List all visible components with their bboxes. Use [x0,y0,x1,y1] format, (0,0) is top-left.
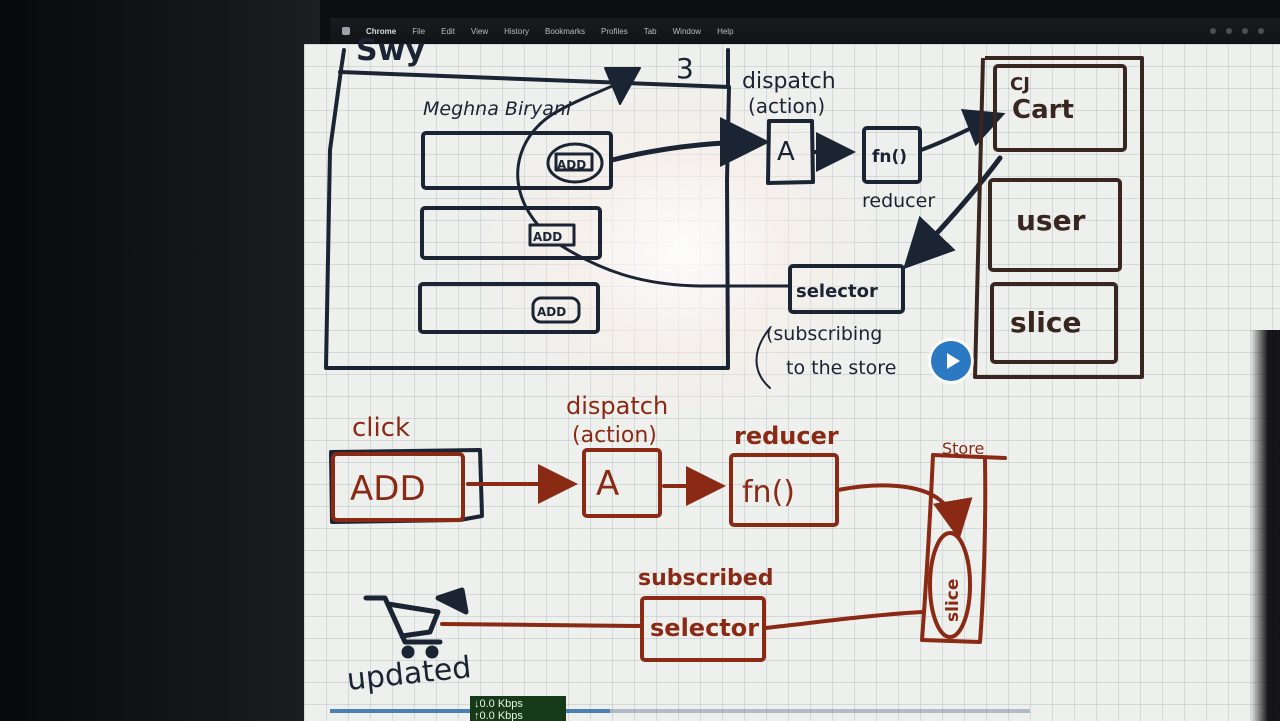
tray-icon [1242,28,1248,34]
menu-bar: Chrome File Edit View History Bookmarks … [330,18,1280,44]
fn-label-bottom: fn() [742,475,795,510]
food-row-2 [420,206,602,260]
apple-icon[interactable] [342,27,350,35]
add-label-3: ADD [537,305,566,319]
store-cart-label: Cart [1012,95,1074,125]
menu-profiles[interactable]: Profiles [601,26,628,36]
menu-help[interactable]: Help [717,26,734,36]
action-box-bottom [582,448,662,518]
store-slice-box [990,282,1118,364]
click-label: click [352,413,410,443]
action-letter-top: A [777,137,795,167]
to-the-store-label: to the store [786,357,896,379]
slice-label-bottom: slice [943,579,963,622]
menu-file[interactable]: File [412,26,426,36]
shopping-cart-icon [363,587,469,659]
play-button[interactable] [931,341,971,381]
action-label-top: (action) [748,94,825,118]
selector-box-top [788,264,905,314]
menu-window[interactable]: Window [672,26,702,36]
food-row-3 [418,282,600,334]
menu-app-name[interactable]: Chrome [366,26,397,36]
status-tray [1210,28,1280,34]
fn-label-top: fn() [872,147,907,167]
add-label-bottom: ADD [350,469,426,509]
menu-bookmarks[interactable]: Bookmarks [545,26,586,36]
dispatch-label-bottom: dispatch [566,392,668,420]
dispatch-label-top: dispatch [742,69,836,94]
restaurant-name: Meghna Biryani [423,98,572,120]
fn-box-top [862,126,922,184]
add-label-2: ADD [533,230,562,244]
add-box-bottom [331,452,465,522]
menu-edit[interactable]: Edit [441,26,455,36]
updated-label: updated [345,650,473,698]
slice-oval [928,531,972,639]
store-cart-box [993,64,1127,152]
reducer-label-bottom: reducer [734,422,839,450]
subscribed-label: subscribed [638,566,773,591]
app-frame [324,48,731,370]
selector-label-top: selector [796,281,878,302]
video-progress-bar[interactable] [330,709,1030,713]
tray-icon [1210,28,1216,34]
subscribing-label: (subscribing [766,323,882,345]
cart-count: 3 [676,52,694,85]
action-box-top [766,119,815,185]
tray-icon [1258,28,1264,34]
add-label-1: ADD [557,158,586,172]
header-scrawl: Swy [356,33,425,68]
download-speed: ↓0.0 Kbps [474,698,523,710]
store-cart-prefix: CJ [1010,74,1030,95]
left-dark-background [0,0,320,721]
store-outline-top [973,56,1144,379]
upload-speed: ↑0.0 Kbps [474,710,523,721]
action-label-bottom: (action) [572,423,657,448]
menu-history[interactable]: History [504,26,530,36]
store-user-box [988,178,1122,272]
play-icon [946,353,960,369]
reducer-label-top: reducer [862,190,935,212]
menu-tab[interactable]: Tab [643,26,657,36]
store-slice-label: slice [1010,306,1081,339]
add-button-1-outline [546,142,604,184]
action-letter-bottom: A [596,464,619,504]
right-edge-shadow [1250,330,1280,721]
store-label-bottom: Store [942,439,984,458]
network-speed-overlay: ↓0.0 Kbps ↑0.0 Kbps [470,696,566,721]
store-outline-bottom [920,453,988,644]
tray-icon [1226,28,1232,34]
menu-view[interactable]: View [470,26,489,36]
store-user-label: user [1016,204,1086,237]
selector-label-bottom: selector [650,614,759,642]
